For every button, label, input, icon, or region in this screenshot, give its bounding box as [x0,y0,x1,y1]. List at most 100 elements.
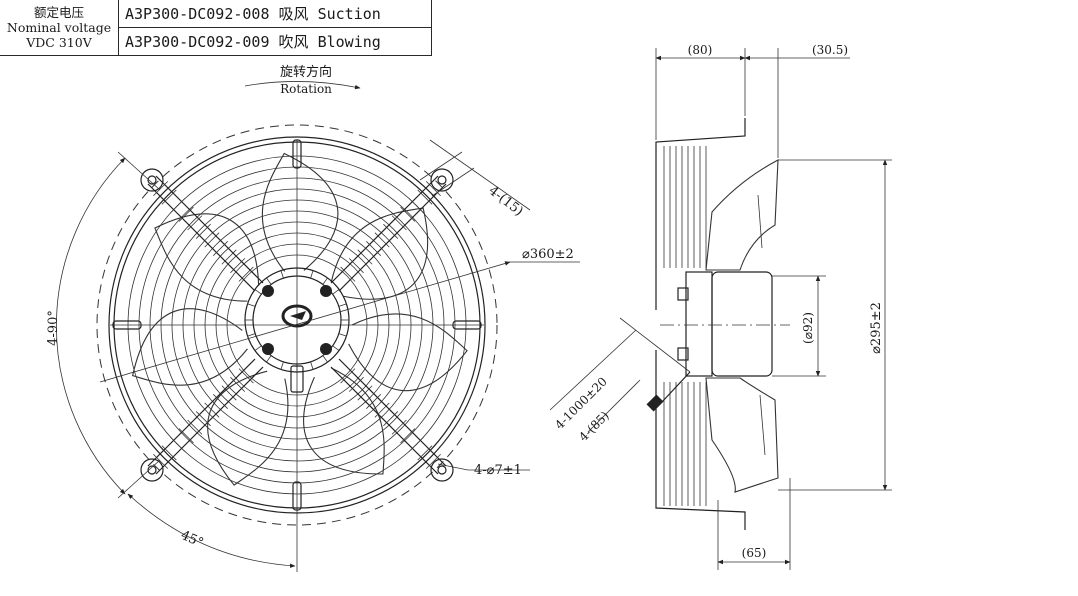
side-blade-edge-2 [759,394,766,456]
bracket-foot [430,168,454,192]
bracket-rivet [400,428,416,444]
bracket-rivet [221,385,237,401]
bracket-rivet [408,198,424,214]
hub-fin [254,345,262,351]
spec-table: 额定电压 Nominal voltage VDC 310V A3P300-DC0… [0,0,432,56]
airflow-type-cn: 吸风 [278,5,309,23]
bracket-rivet [230,258,246,274]
dim-motor-diameter: (⌀92) [801,312,815,344]
fan-blade [261,152,339,272]
bracket-rivet [178,428,194,444]
bracket-rivet [221,249,237,265]
airflow-type-en: Suction [317,5,381,23]
fan-blade [207,370,289,486]
dim-top-left: (80) [688,43,713,57]
bracket-rivet [383,411,399,427]
bracket-rivet [417,189,433,205]
bracket-arm-edge [338,183,447,292]
bracket-rivet [161,189,177,205]
side-cable [661,371,691,403]
bracket-rivet [238,368,254,384]
grille-clip-right [452,320,482,330]
dim-angle-90: 4-90° [46,310,61,346]
side-motor-mount-bottom [677,347,689,361]
fan-blade [154,213,260,302]
bracket-arm-edge [147,358,256,467]
voltage-value: VDC 310V [26,35,92,50]
bolt-3 [262,343,274,355]
side-blade-edge-1 [757,194,763,249]
grille-clip-left [112,320,142,330]
angle-arc-90 [56,157,126,495]
bracket-arm-edge [147,183,256,292]
bracket-rivet [383,223,399,239]
grille-frame-top [655,118,746,310]
side-cable-end [646,394,664,412]
bracket-rivet [212,240,228,256]
angle-ext-top [117,151,161,191]
model-row-suction: A3P300-DC092-008 吸风 Suction [118,0,432,28]
bracket-arm-edge [338,358,447,467]
dim-cable-end: 4-(85) [576,409,612,445]
bracket-rivet [391,419,407,435]
bracket-rivet [161,445,177,461]
bracket-foot [430,458,454,482]
hub-fin [280,361,284,370]
dim-hole: 4-⌀7±1 [474,463,522,478]
side-grille-wires [663,146,707,506]
hub-fin [310,361,314,370]
side-view: (80) (30.5) ⌀295±2 (⌀92) 4-1000±20 4-(85… [549,43,892,570]
model-number: A3P300-DC092-008 [125,5,270,23]
dim-fan-diameter: ⌀295±2 [869,302,884,354]
rotation-arrow [244,81,361,90]
bracket-rivet [366,394,382,410]
voltage-cell: 额定电压 Nominal voltage VDC 310V [0,0,119,56]
rotation-label-en: Rotation [280,82,332,96]
bracket-arm-edge [155,366,264,475]
hub-fin [322,355,328,363]
hub-fin [266,277,272,285]
side-motor-body [711,271,773,377]
mounting-hole [147,175,157,185]
bracket-rivet [170,436,186,452]
bracket-rivet [204,232,220,248]
bracket-rivet [348,258,364,274]
hub-fin [266,355,272,363]
bolt-4 [320,343,332,355]
bracket-foot [140,168,164,192]
hub-fin [254,289,262,295]
rotation-label-cn: 旋转方向 [280,64,332,80]
dim-line-cable-end [587,379,641,433]
hub-fin [310,270,314,279]
bracket-dim-ext-1 [419,151,463,181]
front-view: 旋转方向 Rotation ⌀360±2 4-(15) 4-⌀7±1 4-90°… [46,64,580,572]
bracket-rivet [230,376,246,392]
dim-outer-diameter: ⌀360±2 [522,247,574,262]
hub-fin [247,303,256,307]
hub-fin [332,345,340,351]
bracket-rivet [400,206,416,222]
bracket-arm-edge [330,175,439,284]
bracket-rivet [408,436,424,452]
hub-fin [280,270,284,279]
bracket-rivet [187,215,203,231]
model-row-blowing: A3P300-DC092-009 吹风 Blowing [118,27,432,56]
cable-gland [290,365,304,393]
bracket-rivet [417,445,433,461]
bracket-rivet [170,198,186,214]
hub-fin [322,277,328,285]
bracket-dim-ext-2 [431,167,475,197]
side-blade-upper [705,159,779,271]
fan-blade [348,313,468,391]
side-motor-flange [685,271,713,377]
angle-ext-bottom [117,459,161,499]
bracket-foot [140,458,164,482]
bracket-rivet [238,266,254,282]
bracket-rivet [425,181,441,197]
bracket-rivet [204,402,220,418]
bracket-rivet [195,223,211,239]
hub-fin [332,289,340,295]
fan-blade [131,308,248,386]
bolt-2 [320,285,332,297]
